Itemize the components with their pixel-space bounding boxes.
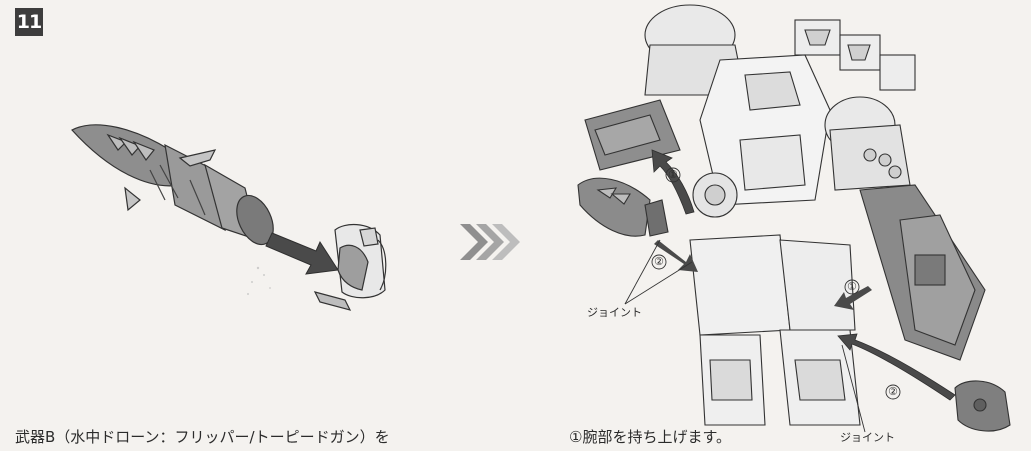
marker-1-lower: ① [847, 280, 857, 293]
joint-leader-lines [624, 239, 866, 433]
step-number-badge: 11 [15, 8, 43, 36]
marker-circle-1b [844, 279, 860, 295]
marker-1-upper: ① [668, 168, 678, 181]
insert-arrow-icon [265, 232, 339, 275]
joint-label-bottom: ジョイント [840, 431, 895, 444]
marker-circle-1a [665, 167, 681, 183]
joint-label-left: ジョイント [587, 306, 642, 319]
marker-circle-2a [651, 254, 667, 270]
instruction-caption-right: ①腕部を持ち上げます。 [569, 428, 731, 446]
triple-chevron-right-icon [460, 224, 520, 260]
attach-arrow-icon-2 [654, 240, 698, 272]
mounting-clip-part [313, 224, 387, 311]
marker-2-lower: ② [888, 385, 898, 398]
curved-arrow-icon [837, 333, 956, 401]
attach-arrow-icon-1 [834, 286, 872, 310]
robot-line-art [584, 4, 1011, 432]
weapon-b-in-hand [577, 177, 669, 237]
marker-2-upper: ② [654, 255, 664, 268]
instruction-caption-left: 武器B（水中ドローン：フリッパー/トーピードガン）を [15, 428, 390, 446]
marker-circle-2b [885, 384, 901, 400]
weapon-b-drone [71, 124, 274, 246]
